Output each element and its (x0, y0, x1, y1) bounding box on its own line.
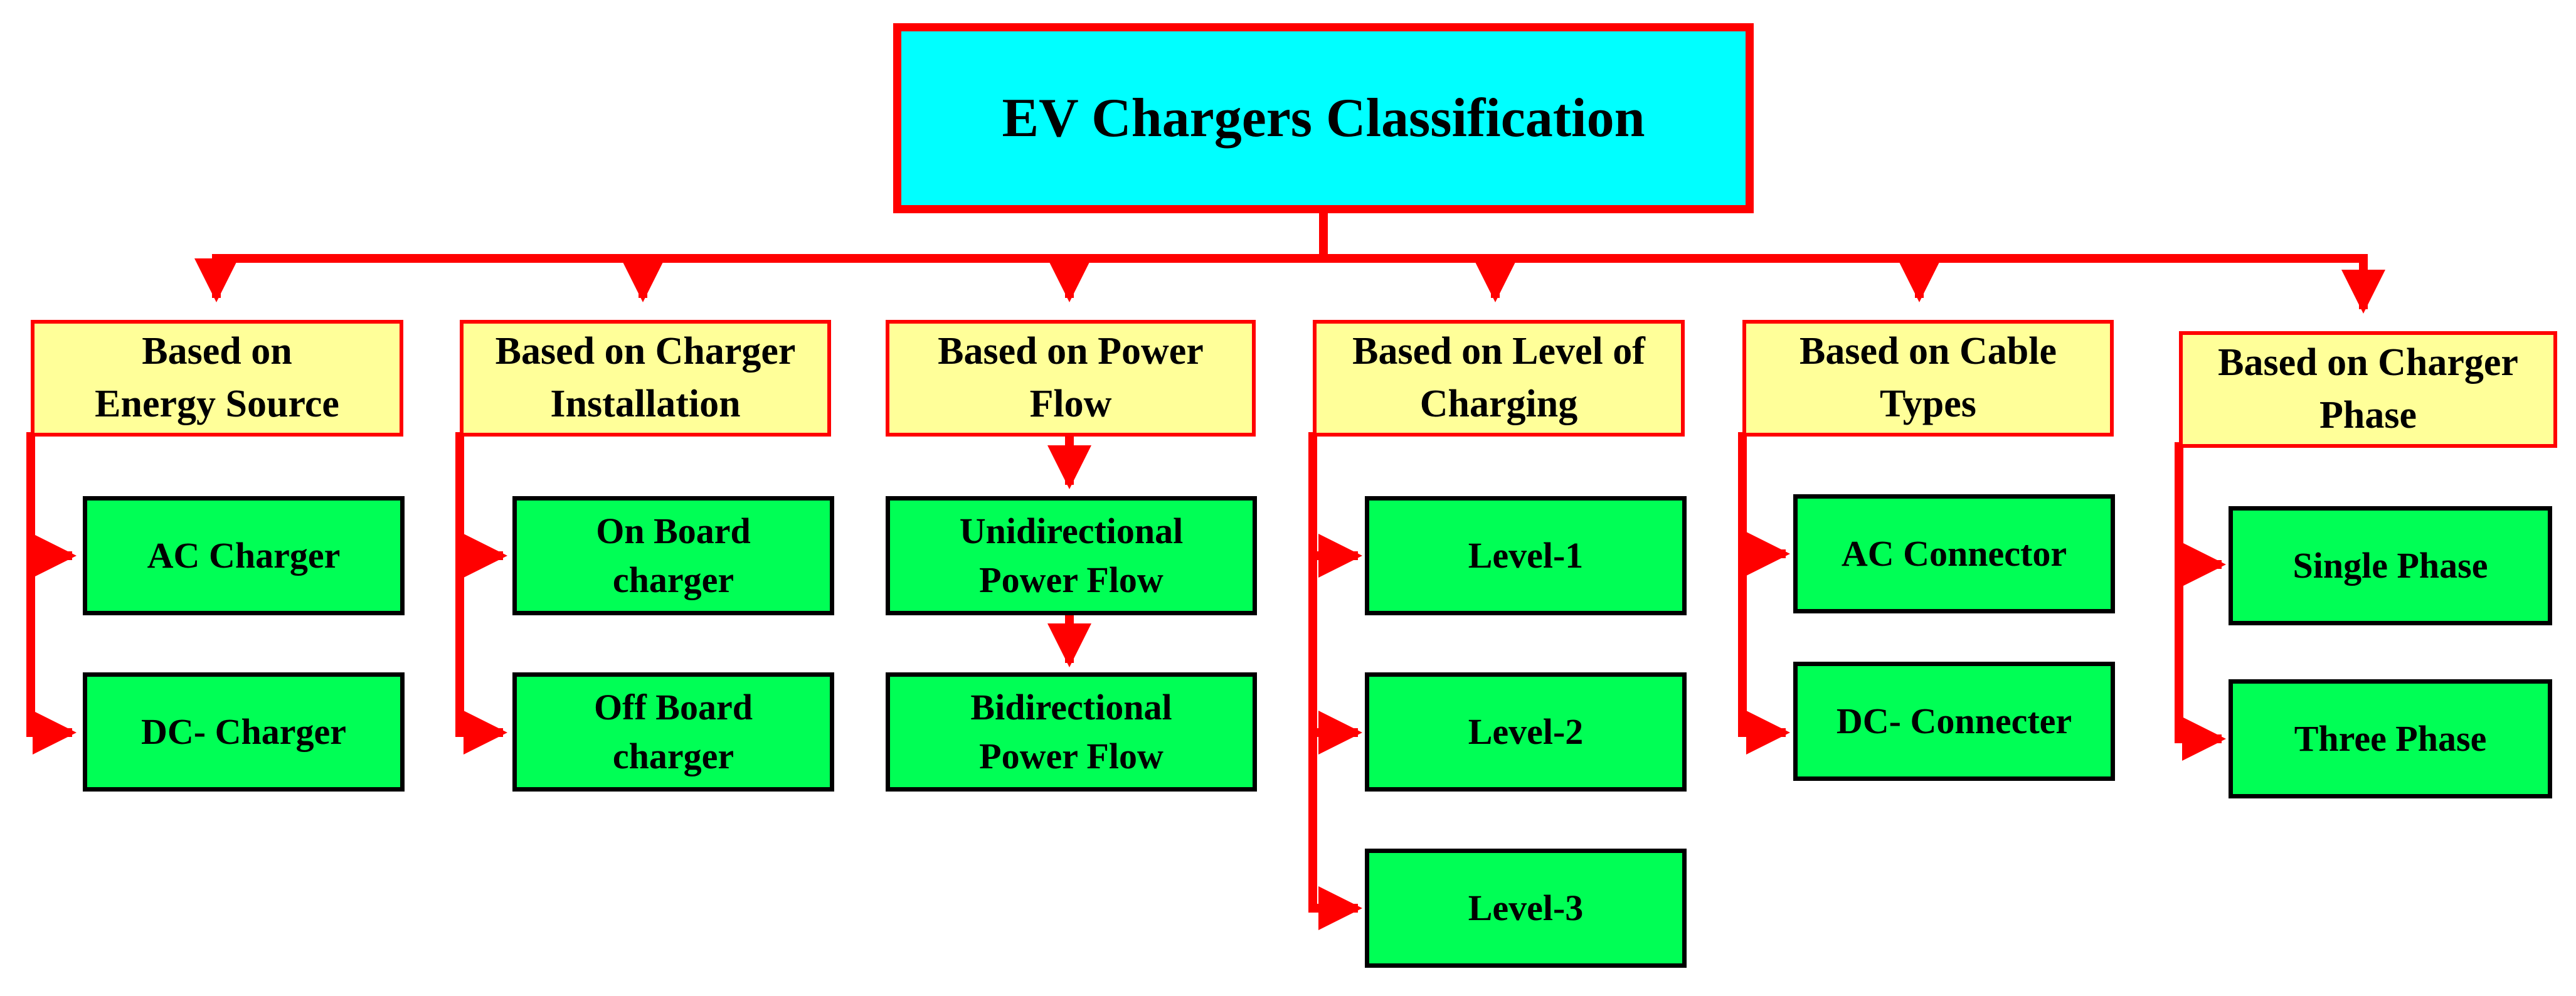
category-level-of-charging: Based on Level of Charging (1313, 320, 1685, 437)
root-node: EV Chargers Classification (893, 23, 1754, 213)
category-charger-phase: Based on Charger Phase (2179, 331, 2557, 448)
leaf-ac-connector: AC Connector (1793, 494, 2115, 613)
category-charger-installation: Based on Charger Installation (460, 320, 831, 437)
leaf-three-phase: Three Phase (2229, 679, 2552, 798)
category-power-flow: Based on Power Flow (886, 320, 1256, 437)
leaf-on-board-charger: On Board charger (512, 496, 834, 615)
leaf-ac-charger: AC Charger (83, 496, 405, 615)
leaf-level-2: Level-2 (1365, 672, 1687, 792)
root-connector (212, 209, 2368, 263)
leaf-dc-connecter: DC- Connecter (1793, 662, 2115, 781)
leaf-bidirectional-power-flow: Bidirectional Power Flow (886, 672, 1257, 792)
leaf-off-board-charger: Off Board charger (512, 672, 834, 792)
category-cable-types: Based on Cable Types (1742, 320, 2114, 437)
category-energy-source: Based on Energy Source (31, 320, 403, 437)
leaf-level-1: Level-1 (1365, 496, 1687, 615)
leaf-unidirectional-power-flow: Unidirectional Power Flow (886, 496, 1257, 615)
leaf-single-phase: Single Phase (2229, 506, 2552, 625)
leaf-level-3: Level-3 (1365, 849, 1687, 968)
leaf-dc-charger: DC- Charger (83, 672, 405, 792)
